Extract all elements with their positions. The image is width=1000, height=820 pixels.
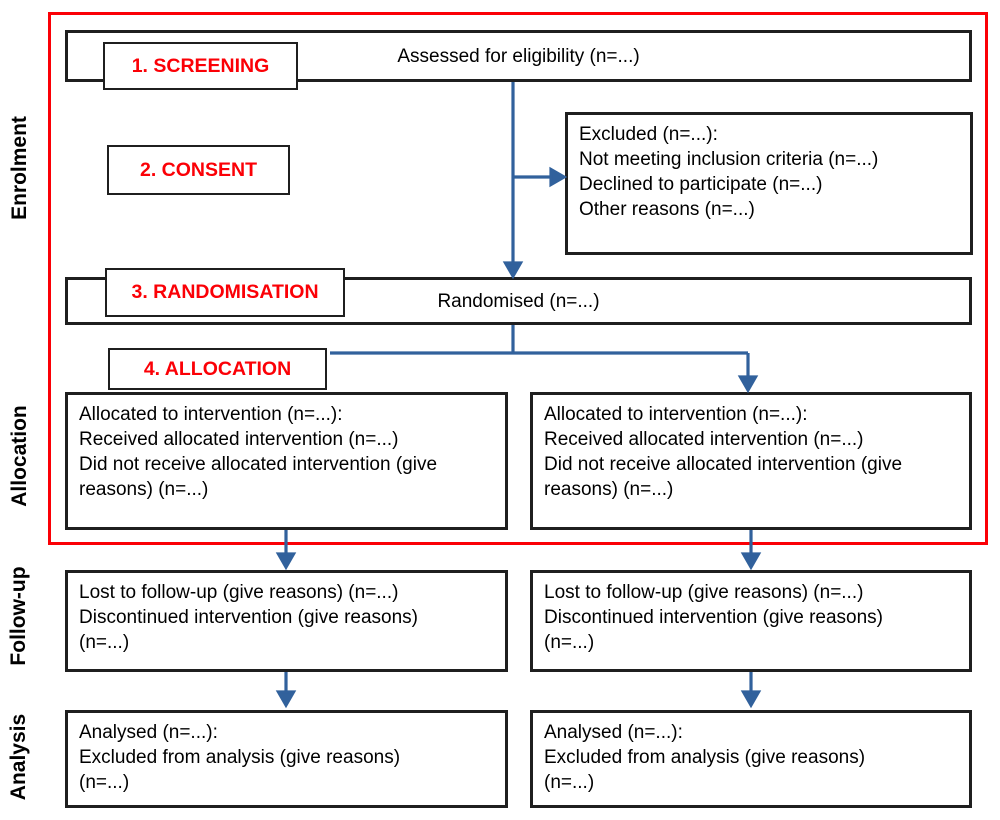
follow-up-line: (n=...): [79, 632, 130, 653]
follow-up-right-box: Lost to follow-up (give reasons) (n=...)…: [530, 570, 972, 672]
section-label-enrolment: Enrolment: [8, 116, 31, 220]
allocated-intervention-left-box: Allocated to intervention (n=...): Recei…: [65, 392, 508, 530]
arrowhead-down-followup-left: [275, 552, 297, 571]
excluded-line: Other reasons (n=...): [579, 199, 755, 220]
randomised-text: Randomised (n=...): [437, 290, 600, 312]
allocated-intervention-right-box: Allocated to intervention (n=...): Recei…: [530, 392, 972, 530]
arrowhead-down-analysis-left: [275, 690, 297, 709]
follow-up-line: Discontinued intervention (give reasons): [79, 607, 419, 628]
analysed-left-box: Analysed (n=...): Excluded from analysis…: [65, 710, 508, 808]
excluded-box: Excluded (n=...): Not meeting inclusion …: [565, 112, 973, 255]
excluded-line: Excluded (n=...):: [579, 124, 718, 145]
step-label-consent-text: 2. CONSENT: [139, 158, 258, 181]
analysed-line: (n=...): [79, 772, 130, 793]
arrowhead-down-followup-right: [740, 552, 762, 571]
allocated-line: reasons) (n=...): [79, 479, 209, 500]
step-label-allocation-text: 4. ALLOCATION: [143, 357, 292, 380]
allocated-line: Received allocated intervention (n=...): [79, 429, 399, 450]
follow-up-line: Lost to follow-up (give reasons) (n=...): [544, 582, 864, 603]
enrolment-allocation-frame: [48, 12, 988, 545]
assessed-for-eligibility-text: Assessed for eligibility (n=...): [397, 45, 640, 67]
allocated-line: Received allocated intervention (n=...): [544, 429, 864, 450]
analysed-right-box: Analysed (n=...): Excluded from analysis…: [530, 710, 972, 808]
follow-up-left-box: Lost to follow-up (give reasons) (n=...)…: [65, 570, 508, 672]
analysed-line: Excluded from analysis (give reasons): [79, 747, 401, 768]
allocated-line: Did not receive allocated intervention (…: [544, 454, 903, 475]
analysed-line: Excluded from analysis (give reasons): [544, 747, 866, 768]
step-label-screening-text: 1. SCREENING: [131, 54, 270, 77]
allocated-line: Allocated to intervention (n=...):: [79, 404, 343, 425]
follow-up-line: Discontinued intervention (give reasons): [544, 607, 884, 628]
section-label-allocation: Allocation: [8, 405, 31, 507]
allocated-line: reasons) (n=...): [544, 479, 674, 500]
excluded-line: Declined to participate (n=...): [579, 174, 823, 195]
excluded-line: Not meeting inclusion criteria (n=...): [579, 149, 879, 170]
step-label-randomisation-text: 3. RANDOMISATION: [131, 281, 319, 303]
allocated-line: Allocated to intervention (n=...):: [544, 404, 808, 425]
allocated-line: Did not receive allocated intervention (…: [79, 454, 438, 475]
step-label-allocation: 4. ALLOCATION: [108, 348, 327, 390]
follow-up-line: (n=...): [544, 632, 595, 653]
arrowhead-down-analysis-right: [740, 690, 762, 709]
analysed-line: Analysed (n=...):: [79, 722, 218, 743]
analysed-line: Analysed (n=...):: [544, 722, 683, 743]
step-label-screening: 1. SCREENING: [103, 42, 298, 90]
section-label-follow-up: Follow-up: [7, 566, 30, 666]
step-label-consent: 2. CONSENT: [107, 145, 290, 195]
analysed-line: (n=...): [544, 772, 595, 793]
step-label-randomisation: 3. RANDOMISATION: [105, 268, 345, 317]
follow-up-line: Lost to follow-up (give reasons) (n=...): [79, 582, 399, 603]
section-label-analysis: Analysis: [7, 713, 30, 801]
